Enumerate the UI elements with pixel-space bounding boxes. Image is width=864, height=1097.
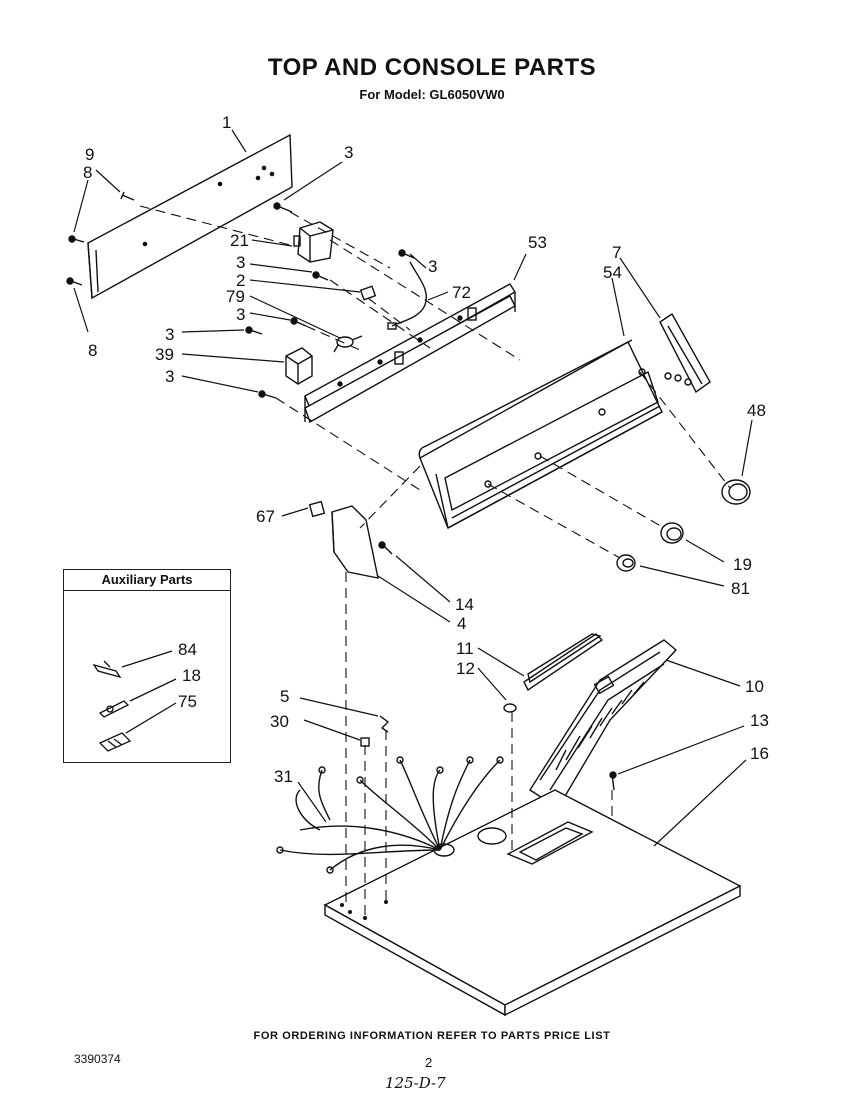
- callout: 8: [83, 163, 92, 182]
- auxiliary-parts-drawing: 84 18 75: [92, 640, 201, 752]
- callout: 84: [178, 640, 197, 659]
- wiring-harness-31: [276, 756, 504, 874]
- auxiliary-parts-box: Auxiliary Parts 84 18 75: [63, 569, 231, 763]
- selector-switch: [293, 221, 334, 263]
- callout: 3: [236, 305, 245, 324]
- callout: 30: [270, 712, 289, 731]
- callout: 5: [280, 687, 289, 706]
- auxiliary-parts-title: Auxiliary Parts: [64, 570, 230, 591]
- callout: 39: [155, 345, 174, 364]
- screw-icon: [120, 191, 135, 201]
- callout: 7: [612, 243, 621, 262]
- document-number: 3390374: [74, 1052, 121, 1066]
- page-title: TOP AND CONSOLE PARTS: [267, 54, 597, 81]
- push-switch-79: [333, 335, 363, 353]
- end-cap-4: [331, 505, 379, 579]
- clip-12: [503, 703, 517, 713]
- callout: 18: [182, 666, 201, 685]
- screw-icon: [273, 202, 293, 213]
- end-cap-7: [659, 312, 711, 394]
- terminal-84-icon: [92, 660, 122, 679]
- clip-67: [308, 500, 326, 518]
- callout: 13: [750, 711, 769, 730]
- callout: 8: [88, 341, 97, 360]
- callout: 72: [452, 283, 471, 302]
- knob-48-icon: [721, 479, 751, 505]
- screw-icon: [245, 326, 263, 335]
- callout: 1: [222, 113, 231, 132]
- callout: 3: [165, 325, 174, 344]
- handwritten-note: 125-D-7: [385, 1074, 446, 1092]
- screw-icon: [398, 249, 415, 259]
- callout: 21: [230, 231, 249, 250]
- clip-30: [360, 737, 370, 747]
- callout: 54: [603, 263, 622, 282]
- bracket-5: [379, 715, 390, 733]
- console-panel-54: [418, 339, 663, 529]
- ordering-note: FOR ORDERING INFORMATION REFER TO PARTS …: [253, 1030, 611, 1042]
- dryer-top-16: [323, 789, 742, 1017]
- lint-cover-11: [523, 633, 604, 692]
- callout: 9: [85, 145, 94, 164]
- control-panel-plate: [87, 133, 293, 300]
- callout: 79: [226, 287, 245, 306]
- wire-72: [391, 261, 427, 327]
- knob-81-icon: [616, 554, 636, 572]
- callout: 3: [165, 367, 174, 386]
- plug-75-icon: [98, 732, 132, 752]
- model-subtitle: For Model: GL6050VW0: [359, 87, 505, 102]
- callout: 3: [428, 257, 437, 276]
- connector-18-icon: [98, 700, 130, 718]
- timer-block-39: [285, 347, 313, 385]
- screw-icon: [312, 271, 329, 281]
- callout: 48: [747, 401, 766, 420]
- callout: 12: [456, 659, 475, 678]
- knob-19-icon: [660, 522, 684, 544]
- callout: 10: [745, 677, 764, 696]
- callout: 19: [733, 555, 752, 574]
- callout: 3: [344, 143, 353, 162]
- callout: 11: [456, 639, 474, 658]
- callout: 4: [457, 614, 466, 633]
- screw-icon: [68, 235, 85, 243]
- terminal-block: [359, 285, 377, 301]
- screw-icon: [290, 317, 307, 327]
- lint-screen-10: [529, 639, 678, 809]
- page-number: 2: [425, 1055, 433, 1070]
- callout: 2: [236, 271, 245, 290]
- callout: 75: [178, 692, 197, 711]
- callout: 3: [236, 253, 245, 272]
- callout: 31: [274, 767, 293, 786]
- callout: 53: [528, 233, 547, 252]
- callout: 14: [455, 595, 474, 614]
- callout: 16: [750, 744, 769, 763]
- screw-icon: [66, 277, 83, 286]
- mounting-rail-53: [304, 283, 516, 424]
- screw-icon: [258, 390, 277, 399]
- callout: 81: [731, 579, 750, 598]
- callout-labels: 1 9 8 3 21 3 2 53 3 72 79 3 3 39 3 7 54 …: [83, 113, 769, 786]
- callout: 67: [256, 507, 275, 526]
- screw-icon: [609, 771, 617, 791]
- screw-icon: [378, 541, 393, 555]
